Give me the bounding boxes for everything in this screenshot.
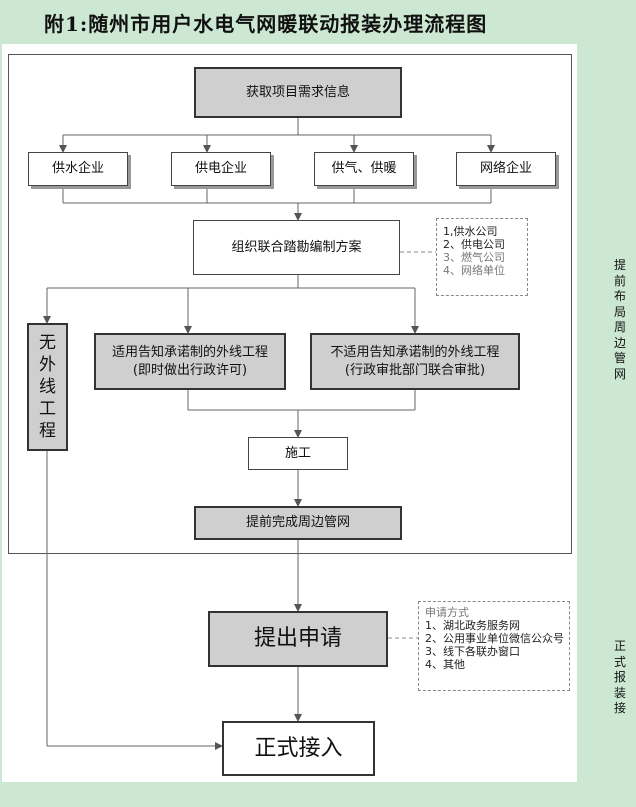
notice-commitment-branch: 适用告知承诺制的外线工程 (即时做出行政许可)	[94, 333, 286, 390]
joint-survey-step: 组织联合踏勘编制方案	[193, 220, 400, 275]
branch-line: (行政审批部门联合审批)	[344, 362, 486, 378]
prebuild-network-step: 提前完成周边管网	[194, 506, 402, 540]
page-title: 附1:随州市用户水电气网暖联动报装办理流程图	[44, 12, 488, 36]
collect-info-step: 获取项目需求信息	[194, 67, 402, 118]
branch-line: 适用告知承诺制的外线工程	[111, 344, 268, 360]
note-item: 1,供水公司	[443, 225, 498, 238]
gas-heating-enterprise: 供气、供暖	[314, 152, 414, 186]
application-methods-note: 申请方式 1、湖北政务服务网 2、公用事业单位微信公众号 3、线下各联办窗口 4…	[418, 601, 570, 691]
pre-layout-frame	[8, 54, 572, 554]
joint-approval-branch: 不适用告知承诺制的外线工程 (行政审批部门联合审批)	[310, 333, 520, 390]
note-title: 申请方式	[425, 606, 469, 619]
no-external-works-box: 无外线工程	[27, 323, 68, 451]
water-enterprise: 供水企业	[28, 152, 128, 186]
submit-application-step: 提出申请	[208, 611, 388, 667]
note-item: 4、网络单位	[443, 264, 505, 277]
note-item: 3、线下各联办窗口	[425, 645, 520, 658]
note-item: 4、其他	[425, 658, 465, 671]
construction-step: 施工	[248, 437, 348, 470]
formal-connection-step: 正式接入	[222, 721, 375, 776]
note-item: 2、供电公司	[443, 238, 505, 251]
survey-participants-note: 1,供水公司 2、供电公司 3、燃气公司 4、网络单位	[436, 218, 528, 296]
power-enterprise: 供电企业	[171, 152, 271, 186]
stage-label-pre-layout: 提前布局周边管网	[613, 258, 626, 381]
branch-line: 不适用告知承诺制的外线工程	[330, 344, 500, 360]
note-item: 2、公用事业单位微信公众号	[425, 632, 564, 645]
note-item: 1、湖北政务服务网	[425, 619, 520, 632]
branch-line: (即时做出行政许可)	[132, 362, 248, 378]
stage-label-formal: 正式报装接	[613, 639, 626, 715]
network-enterprise: 网络企业	[456, 152, 556, 186]
note-item: 3、燃气公司	[443, 251, 505, 264]
